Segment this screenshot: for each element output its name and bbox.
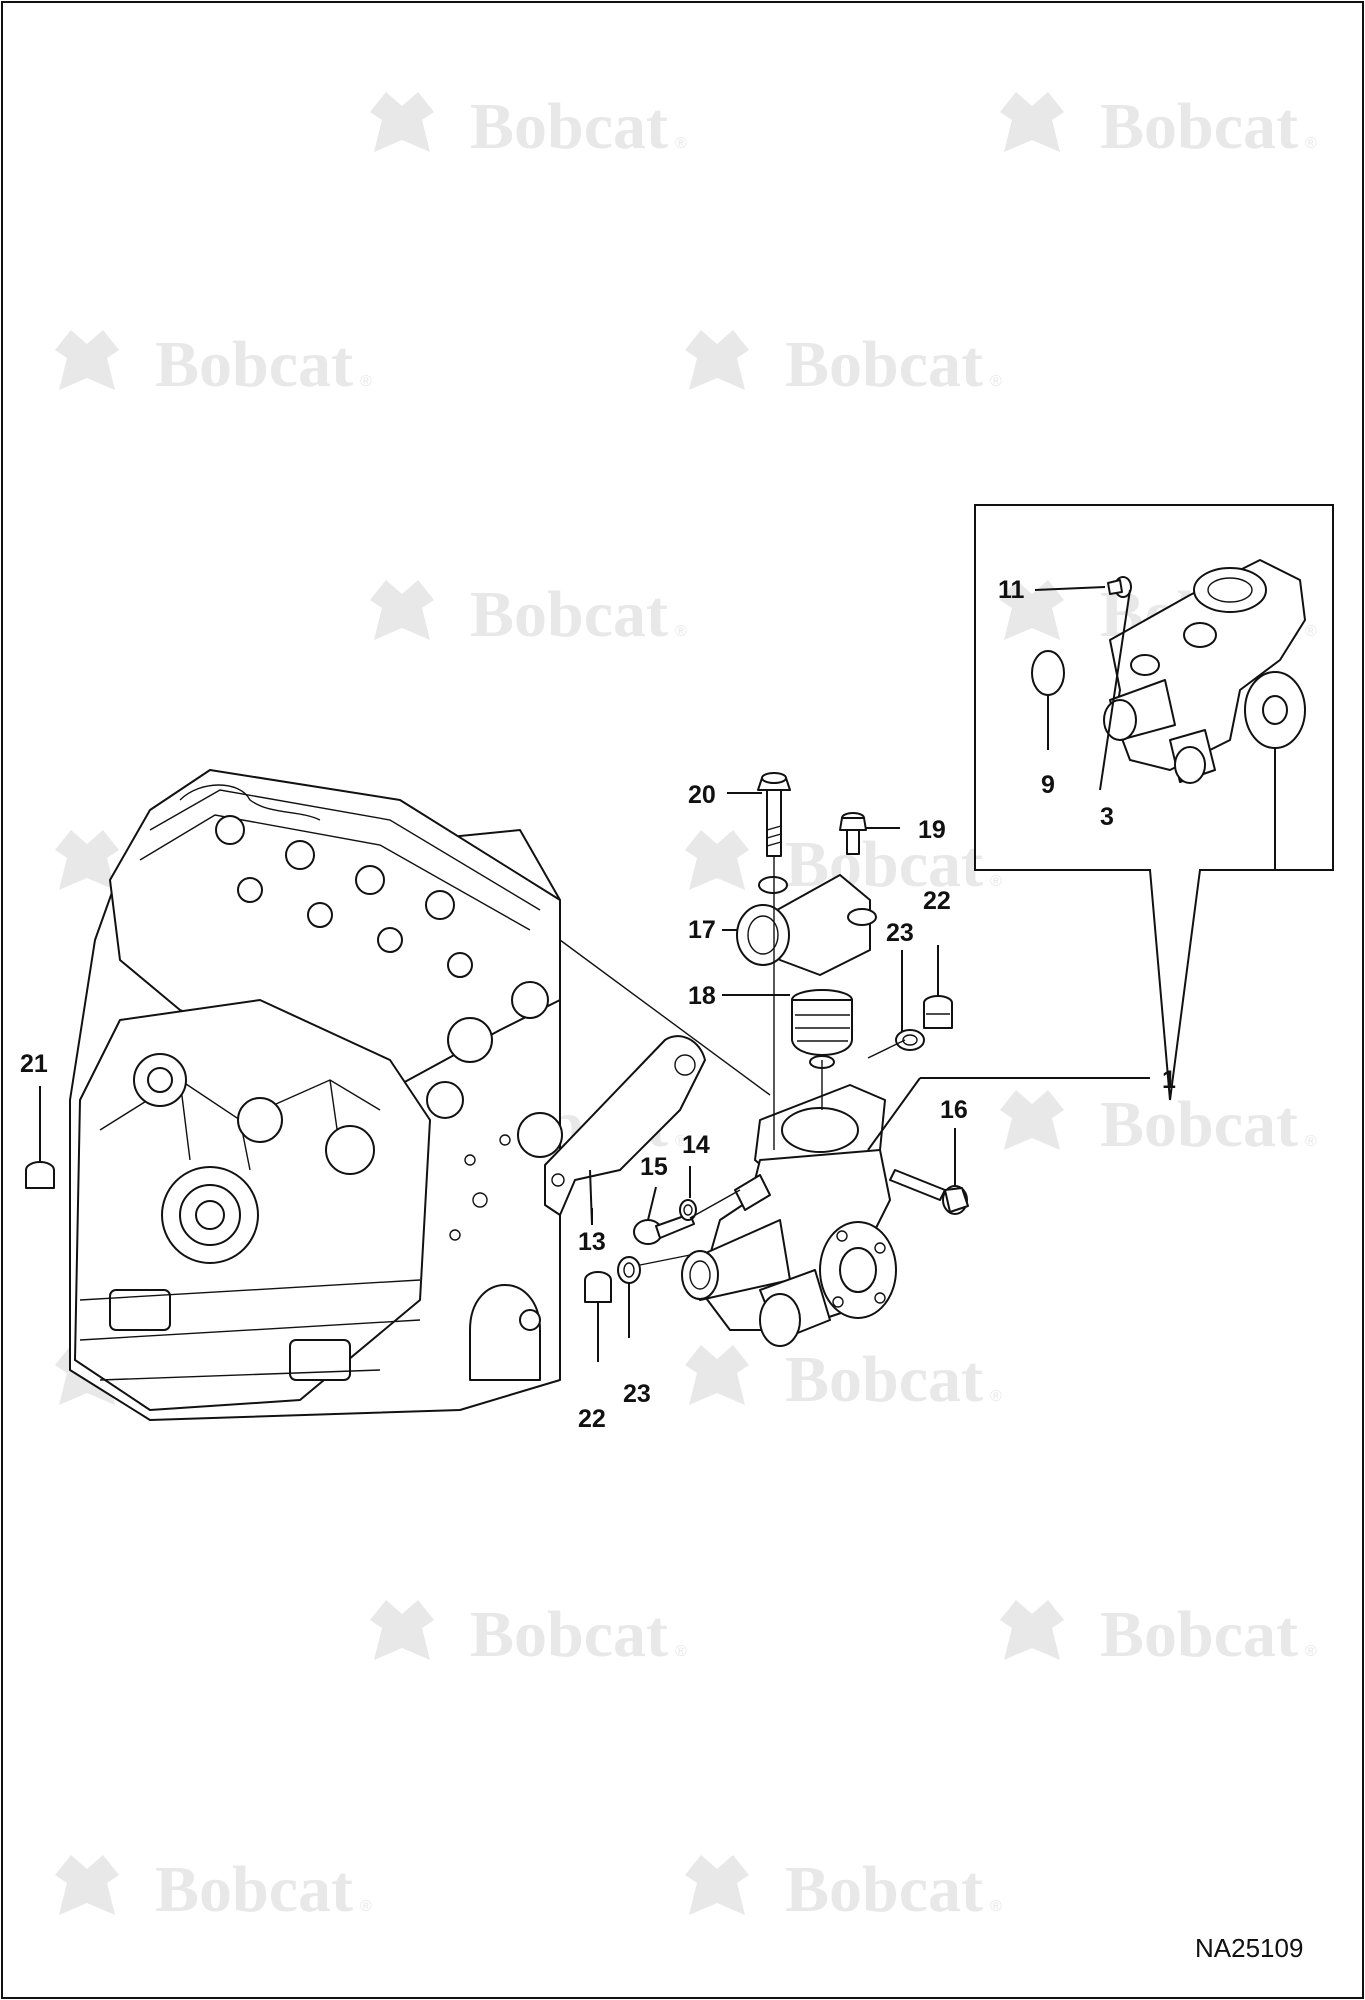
callout-22-lower: 22 bbox=[578, 1405, 606, 1433]
callout-23-upper: 23 bbox=[886, 919, 914, 947]
bobcat-logo-icon bbox=[55, 330, 119, 390]
bobcat-logo-icon bbox=[1000, 92, 1064, 152]
callout-20: 20 bbox=[688, 781, 716, 809]
svg-text:Bobcat: Bobcat bbox=[1100, 1598, 1298, 1671]
svg-text:Bobcat: Bobcat bbox=[785, 1343, 983, 1416]
plug-22-lower bbox=[584, 1271, 612, 1303]
engine-block bbox=[69, 769, 563, 1421]
svg-text:®: ® bbox=[675, 623, 687, 640]
callout-22-upper: 22 bbox=[923, 887, 951, 915]
bobcat-logo-icon bbox=[1000, 1600, 1064, 1660]
svg-text:Bobcat: Bobcat bbox=[470, 90, 668, 163]
bolt-19 bbox=[839, 812, 867, 855]
washer-23-lower bbox=[617, 1256, 641, 1284]
watermark: Bobcat ® bbox=[685, 1853, 1002, 1926]
svg-text:Bobcat: Bobcat bbox=[470, 578, 668, 651]
svg-text:®: ® bbox=[1305, 1133, 1317, 1150]
svg-text:®: ® bbox=[675, 135, 687, 152]
watermark-group: Bobcat ® Bobcat ® Bobcat ® Bobcat ® Bobc… bbox=[55, 90, 1317, 1926]
figure-code: NA25109 bbox=[1195, 1933, 1303, 1963]
callout-17: 17 bbox=[688, 916, 716, 944]
watermark: Bobcat ® bbox=[1000, 1088, 1317, 1161]
svg-text:®: ® bbox=[1305, 623, 1317, 640]
svg-text:®: ® bbox=[990, 1388, 1002, 1405]
svg-text:®: ® bbox=[990, 1898, 1002, 1915]
callout-1: 1 bbox=[1162, 1066, 1176, 1094]
svg-text:Bobcat: Bobcat bbox=[785, 1853, 983, 1926]
watermark: Bobcat ® bbox=[370, 578, 687, 651]
watermark: Bobcat ® bbox=[1000, 1598, 1317, 1671]
watermark: Bobcat ® bbox=[370, 1598, 687, 1671]
washer-23-upper bbox=[895, 1029, 925, 1051]
bobcat-logo-icon bbox=[685, 330, 749, 390]
watermark: Bobcat ® bbox=[685, 328, 1002, 401]
bobcat-logo-icon bbox=[685, 1855, 749, 1915]
callout-18: 18 bbox=[688, 982, 716, 1010]
svg-text:®: ® bbox=[990, 873, 1002, 890]
svg-text:®: ® bbox=[675, 1643, 687, 1660]
callout-23-lower: 23 bbox=[623, 1380, 651, 1408]
callout-3: 3 bbox=[1100, 803, 1114, 831]
callout-14: 14 bbox=[682, 1131, 710, 1159]
bobcat-logo-icon bbox=[685, 830, 749, 890]
gasket-13 bbox=[544, 1035, 706, 1216]
bobcat-logo-icon bbox=[370, 1600, 434, 1660]
svg-text:Bobcat: Bobcat bbox=[785, 328, 983, 401]
washer-14 bbox=[679, 1199, 697, 1221]
watermark: Bobcat ® bbox=[370, 90, 687, 163]
bobcat-logo-icon bbox=[1000, 1090, 1064, 1150]
watermark: Bobcat ® bbox=[685, 1343, 1002, 1416]
leader-lines bbox=[39, 586, 1276, 1362]
watermark: Bobcat ® bbox=[55, 328, 372, 401]
bolt-16 bbox=[889, 1169, 969, 1215]
plug-22-upper bbox=[923, 995, 953, 1029]
bobcat-logo-icon bbox=[55, 1855, 119, 1915]
callout-15: 15 bbox=[640, 1153, 668, 1181]
callout-labels: 11 9 3 20 19 22 17 23 18 1 21 16 14 15 1… bbox=[20, 576, 1176, 1433]
bobcat-logo-icon bbox=[370, 580, 434, 640]
svg-text:Bobcat: Bobcat bbox=[155, 328, 353, 401]
svg-text:Bobcat: Bobcat bbox=[155, 1853, 353, 1926]
svg-text:Bobcat: Bobcat bbox=[1100, 90, 1298, 163]
thermostat-18 bbox=[791, 989, 853, 1069]
svg-text:®: ® bbox=[360, 1898, 372, 1915]
svg-text:®: ® bbox=[1305, 1643, 1317, 1660]
bobcat-logo-icon bbox=[1000, 580, 1064, 640]
water-pump-assembly bbox=[681, 1084, 897, 1347]
svg-text:®: ® bbox=[675, 1133, 687, 1150]
watermark: Bobcat ® bbox=[55, 1853, 372, 1926]
thermostat-cover-17 bbox=[736, 874, 877, 976]
callout-21: 21 bbox=[20, 1050, 48, 1078]
inset-detail-box bbox=[974, 504, 1334, 1101]
svg-text:®: ® bbox=[1305, 135, 1317, 152]
callout-16: 16 bbox=[940, 1096, 968, 1124]
callout-13: 13 bbox=[578, 1228, 606, 1256]
bobcat-logo-icon bbox=[370, 92, 434, 152]
plug-21 bbox=[25, 1161, 55, 1189]
callout-19: 19 bbox=[918, 816, 946, 844]
bobcat-logo-icon bbox=[55, 830, 119, 890]
svg-text:Bobcat: Bobcat bbox=[470, 1598, 668, 1671]
bobcat-logo-icon bbox=[685, 1345, 749, 1405]
watermark: Bobcat ® bbox=[1000, 90, 1317, 163]
callout-11: 11 bbox=[998, 576, 1025, 604]
callout-9: 9 bbox=[1041, 771, 1055, 799]
svg-text:®: ® bbox=[990, 373, 1002, 390]
svg-text:Bobcat: Bobcat bbox=[1100, 1088, 1298, 1161]
svg-text:®: ® bbox=[360, 373, 372, 390]
